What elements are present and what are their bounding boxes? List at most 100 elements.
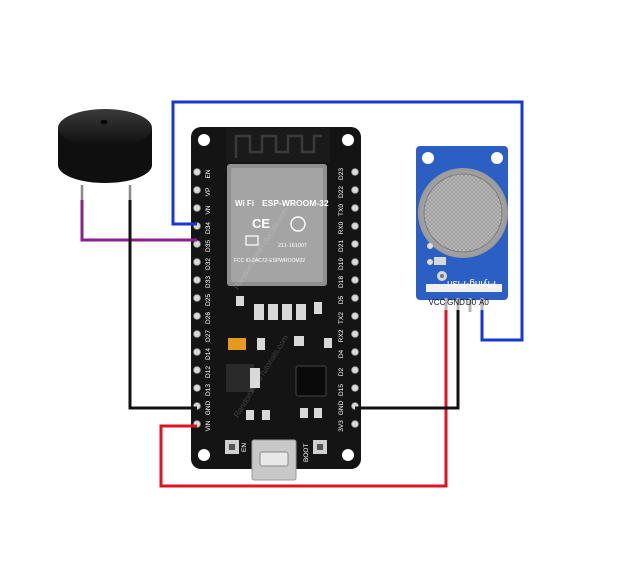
sensor-mesh-rim bbox=[423, 173, 503, 253]
mount-hole bbox=[342, 449, 354, 461]
en-button-label: EN bbox=[241, 443, 248, 452]
left-pin-d32[interactable] bbox=[193, 258, 201, 266]
wire-vcc-to-vin bbox=[159, 310, 448, 488]
en-button-cap[interactable] bbox=[229, 444, 235, 450]
wire-buzzer-to-d35 bbox=[80, 200, 197, 242]
smd-component bbox=[236, 296, 244, 306]
buzzer-top bbox=[58, 109, 152, 147]
right-pin-label-d21: D21 bbox=[338, 240, 345, 252]
left-pin-label-vn: VN bbox=[205, 205, 212, 214]
right-pin-d21[interactable] bbox=[351, 240, 359, 248]
voltage-regulator bbox=[226, 364, 254, 392]
smd-component bbox=[262, 410, 270, 420]
left-pin-label-d26: D26 bbox=[205, 312, 212, 324]
sensor-pin-label-vcc: VCC bbox=[429, 298, 446, 307]
fcc-id: FCC ID:2AC7Z-ESPWROOM32 bbox=[234, 258, 305, 264]
telec-mark-icon bbox=[245, 235, 259, 246]
regulator-tab bbox=[250, 368, 260, 388]
sensor-pin-d0[interactable] bbox=[468, 298, 472, 312]
left-pin-vp[interactable] bbox=[193, 186, 201, 194]
left-pin-d35[interactable] bbox=[193, 240, 201, 248]
right-pin-d4[interactable] bbox=[351, 348, 359, 356]
buzzer bbox=[58, 109, 152, 200]
sensor-pin-label-d0: D0 bbox=[466, 298, 477, 307]
antenna-trace bbox=[234, 134, 322, 158]
boot-button-cap[interactable] bbox=[317, 444, 323, 450]
right-pin-d19[interactable] bbox=[351, 258, 359, 266]
right-pin-label-d4: D4 bbox=[338, 349, 345, 358]
left-pin-label-d35: D35 bbox=[205, 240, 212, 252]
module-brand: Wi Fi bbox=[235, 199, 254, 208]
left-pin-label-d27: D27 bbox=[205, 330, 212, 342]
left-pin-label-vp: VP bbox=[205, 188, 212, 197]
smd-component bbox=[434, 257, 446, 265]
micro-usb-opening bbox=[259, 451, 289, 467]
mount-hole bbox=[198, 449, 210, 461]
smd-component bbox=[246, 410, 254, 420]
wire-a0-to-d34 bbox=[171, 100, 524, 342]
wire-buzzer-to-gnd bbox=[128, 200, 197, 410]
left-pin-label-d13: D13 bbox=[205, 384, 212, 396]
wifi-cert-icon bbox=[290, 216, 306, 232]
right-pin-d22[interactable] bbox=[351, 186, 359, 194]
left-pin-d14[interactable] bbox=[193, 348, 201, 356]
left-pin-d13[interactable] bbox=[193, 384, 201, 392]
sensor-mount-hole bbox=[422, 152, 434, 164]
left-pin-label-d12: D12 bbox=[205, 366, 212, 378]
right-pin-label-d15: D15 bbox=[338, 384, 345, 396]
esp32-board: Wi Fi ESP-WROOM-32 CE 211-161007 FCC ID:… bbox=[191, 127, 361, 481]
sensor-pin-a0[interactable] bbox=[480, 298, 484, 312]
cert-id: 211-161007 bbox=[278, 243, 307, 249]
sensor-mount-hole bbox=[491, 152, 503, 164]
mount-hole bbox=[198, 134, 210, 146]
right-pin-label-gnd: GND bbox=[338, 400, 345, 415]
right-pin-label-rx2: RX2 bbox=[338, 329, 345, 342]
wire-gnd-to-gnd bbox=[355, 310, 460, 410]
sensor-led bbox=[427, 243, 433, 249]
left-pin-label-d25: D25 bbox=[205, 294, 212, 306]
right-pin-tx0[interactable] bbox=[351, 204, 359, 212]
left-pin-label-d32: D32 bbox=[205, 258, 212, 270]
gas-sensor-module: Flying-Fish bbox=[416, 146, 508, 300]
ce-mark: CE bbox=[252, 216, 270, 231]
left-pin-en[interactable] bbox=[193, 168, 201, 176]
right-pin-d15[interactable] bbox=[351, 384, 359, 392]
right-pin-rx0[interactable] bbox=[351, 222, 359, 230]
smd-component bbox=[268, 304, 278, 320]
left-pin-d33[interactable] bbox=[193, 276, 201, 284]
smd-component bbox=[296, 304, 306, 320]
left-pin-label-d14: D14 bbox=[205, 348, 212, 360]
left-pin-vn[interactable] bbox=[193, 204, 201, 212]
right-pin-d18[interactable] bbox=[351, 276, 359, 284]
right-pin-label-tx0: TX0 bbox=[338, 204, 345, 216]
sensor-pin-vcc[interactable] bbox=[444, 298, 448, 312]
boot-button-label: BOOT bbox=[303, 444, 310, 462]
wires bbox=[80, 100, 524, 488]
right-pin-d5[interactable] bbox=[351, 294, 359, 302]
right-pin-label-d18: D18 bbox=[338, 276, 345, 288]
right-pin-label-rx0: RX0 bbox=[338, 221, 345, 234]
right-pin-rx2[interactable] bbox=[351, 330, 359, 338]
right-pin-label-d19: D19 bbox=[338, 258, 345, 270]
usb-uart-chip bbox=[295, 365, 327, 397]
left-pin-label-gnd: GND bbox=[205, 400, 212, 415]
right-pin-3v3[interactable] bbox=[351, 420, 359, 428]
sensor-pin-gnd[interactable] bbox=[456, 298, 460, 312]
right-pin-d23[interactable] bbox=[351, 168, 359, 176]
module-name: ESP-WROOM-32 bbox=[262, 198, 329, 208]
sensor-brand: Flying-Fish bbox=[447, 278, 496, 289]
left-pin-d27[interactable] bbox=[193, 330, 201, 338]
mount-hole bbox=[342, 134, 354, 146]
sensor-pin-strip bbox=[426, 284, 502, 292]
right-pin-tx2[interactable] bbox=[351, 312, 359, 320]
left-pin-d12[interactable] bbox=[193, 366, 201, 374]
right-pin-label-3v3: 3V3 bbox=[338, 420, 345, 432]
potentiometer-knob[interactable] bbox=[440, 274, 444, 278]
smd-component bbox=[300, 408, 308, 418]
smd-component bbox=[257, 338, 265, 350]
right-pin-d2[interactable] bbox=[351, 366, 359, 374]
left-pin-d25[interactable] bbox=[193, 294, 201, 302]
left-pin-d26[interactable] bbox=[193, 312, 201, 320]
